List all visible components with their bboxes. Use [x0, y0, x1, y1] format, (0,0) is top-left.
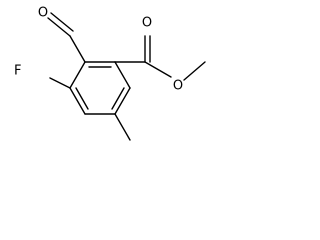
bond-oxygen-methyl [183, 61, 206, 81]
ring-bond-c5-c6 [114, 87, 131, 115]
bond-cho-o-double-2 [50, 12, 74, 32]
bond-c2-cho [69, 35, 86, 63]
benzene-ring [69, 61, 131, 115]
ring-bond-c6-c1 [114, 61, 131, 89]
methyl-group [114, 113, 131, 141]
fluoro-group: F [14, 64, 71, 89]
ring-bond-c2-c3 [69, 61, 86, 89]
bond-cho-o-double-1 [47, 17, 71, 37]
bond-ester-carbon-oxygen [144, 61, 172, 78]
atom-label-ester-oxygen: O [173, 79, 183, 94]
methyl-ester-group: O O [114, 16, 206, 94]
aldehyde-group: O [38, 6, 86, 63]
atom-label-carbonyl-oxygen: O [142, 16, 152, 31]
bond-c5-methyl [114, 113, 131, 141]
chemical-structure-diagram: O F O O [14, 6, 206, 141]
ring-bond-c3-c4 [69, 87, 86, 115]
bond-c3-f [49, 77, 71, 89]
atom-label-fluorine: F [14, 64, 21, 79]
atom-label-aldehyde-oxygen: O [38, 6, 48, 21]
ring-double-bond-c5-c6-inner [111, 87, 125, 110]
ring-double-bond-c3-c4-inner [75, 87, 89, 110]
